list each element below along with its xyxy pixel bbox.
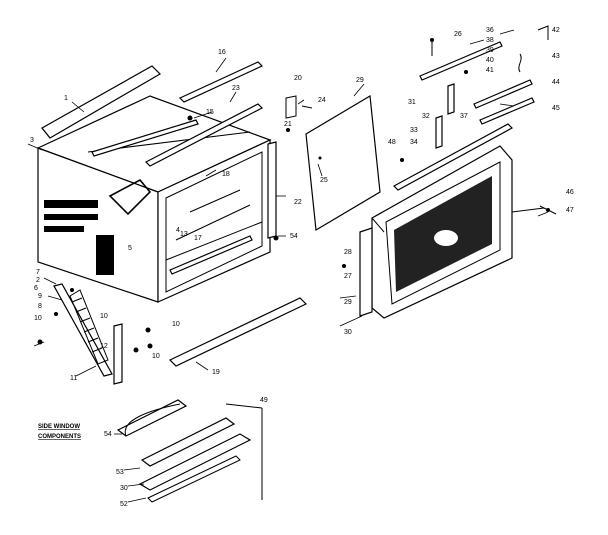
label-37: 37 bbox=[460, 113, 468, 120]
label-32: 32 bbox=[422, 113, 430, 120]
label-41: 41 bbox=[486, 67, 494, 74]
label-47: 47 bbox=[566, 207, 574, 214]
strip-16 bbox=[178, 61, 264, 103]
label-38: 38 bbox=[486, 37, 494, 44]
inset-caption-line1: SIDE WINDOW bbox=[38, 424, 80, 430]
label-28: 28 bbox=[344, 249, 352, 256]
label-33: 33 bbox=[410, 127, 418, 134]
label-12: 12 bbox=[100, 343, 108, 350]
label-23: 23 bbox=[232, 85, 240, 92]
label-31: 31 bbox=[408, 99, 416, 106]
label-27: 27 bbox=[344, 273, 352, 280]
inset-caption: SIDE WINDOW COMPONENTS bbox=[38, 424, 81, 440]
label-1: 1 bbox=[64, 95, 68, 102]
label-15: 15 bbox=[206, 109, 214, 116]
inset-caption-line2: COMPONENTS bbox=[38, 434, 81, 440]
label-39: 39 bbox=[486, 47, 494, 54]
label-54b: 54 bbox=[104, 431, 112, 438]
strip-44 bbox=[473, 79, 533, 109]
label-11: 11 bbox=[70, 375, 77, 382]
strip-23 bbox=[144, 103, 264, 167]
strip-18-top bbox=[91, 119, 199, 157]
strip-36 bbox=[419, 41, 503, 81]
label-29a: 29 bbox=[356, 77, 364, 84]
strip-18-low bbox=[169, 235, 253, 275]
small-hardware bbox=[37, 95, 313, 353]
label-13: 13 bbox=[180, 231, 188, 238]
label-10d: 10 bbox=[152, 353, 160, 360]
right-hardware bbox=[342, 25, 557, 268]
label-10b: 10 bbox=[100, 313, 108, 320]
label-8: 8 bbox=[38, 303, 42, 310]
hatch-lines bbox=[71, 297, 103, 353]
leader-lines bbox=[27, 29, 549, 503]
label-36: 36 bbox=[486, 27, 494, 34]
strip-12 bbox=[113, 323, 123, 385]
cabinet bbox=[36, 95, 272, 303]
label-29b: 29 bbox=[344, 299, 352, 306]
label-46: 46 bbox=[566, 189, 574, 196]
side-strip-hatch bbox=[69, 289, 109, 365]
label-42: 42 bbox=[552, 27, 560, 34]
side-louvers bbox=[44, 200, 114, 275]
label-20: 20 bbox=[294, 75, 302, 82]
label-48: 48 bbox=[388, 139, 396, 146]
label-30b: 30 bbox=[120, 485, 128, 492]
label-25: 25 bbox=[320, 177, 328, 184]
bracket-37 bbox=[447, 83, 455, 115]
front-grille bbox=[359, 145, 513, 319]
channel-32 bbox=[435, 115, 443, 149]
strip-45 bbox=[479, 97, 535, 125]
label-5: 5 bbox=[128, 245, 132, 252]
strip-33 bbox=[393, 123, 513, 191]
side-strip-11 bbox=[53, 283, 113, 377]
label-49: 49 bbox=[260, 397, 268, 404]
label-18: 18 bbox=[222, 171, 230, 178]
part-labels: 1 3 4 5 6 7 8 9 10 10 10 10 11 12 13 15 … bbox=[30, 27, 574, 508]
label-26: 26 bbox=[454, 31, 462, 38]
label-2: 2 bbox=[36, 277, 40, 284]
label-40: 40 bbox=[486, 57, 494, 64]
label-4: 4 bbox=[176, 227, 180, 234]
label-17: 17 bbox=[194, 235, 202, 242]
label-19: 19 bbox=[212, 369, 220, 376]
label-10a: 10 bbox=[34, 315, 42, 322]
label-45: 45 bbox=[552, 105, 560, 112]
label-43: 43 bbox=[552, 53, 560, 60]
label-54a: 54 bbox=[290, 233, 298, 240]
label-22: 22 bbox=[294, 199, 302, 206]
label-21: 21 bbox=[284, 121, 292, 128]
label-6: 6 bbox=[34, 285, 38, 292]
label-34: 34 bbox=[410, 139, 418, 146]
label-16: 16 bbox=[218, 49, 226, 56]
label-3: 3 bbox=[30, 137, 34, 144]
label-52: 52 bbox=[120, 501, 128, 508]
top-rail bbox=[41, 65, 161, 139]
label-30: 30 bbox=[344, 329, 352, 336]
inset-box bbox=[116, 399, 263, 503]
bottom-rail-19 bbox=[168, 297, 308, 367]
label-7: 7 bbox=[36, 269, 40, 276]
panel-25 bbox=[305, 95, 381, 231]
channel-22 bbox=[267, 141, 277, 239]
label-24: 24 bbox=[318, 97, 326, 104]
label-10c: 10 bbox=[172, 321, 180, 328]
label-44: 44 bbox=[552, 79, 560, 86]
label-53: 53 bbox=[116, 469, 124, 476]
label-9: 9 bbox=[38, 293, 42, 300]
